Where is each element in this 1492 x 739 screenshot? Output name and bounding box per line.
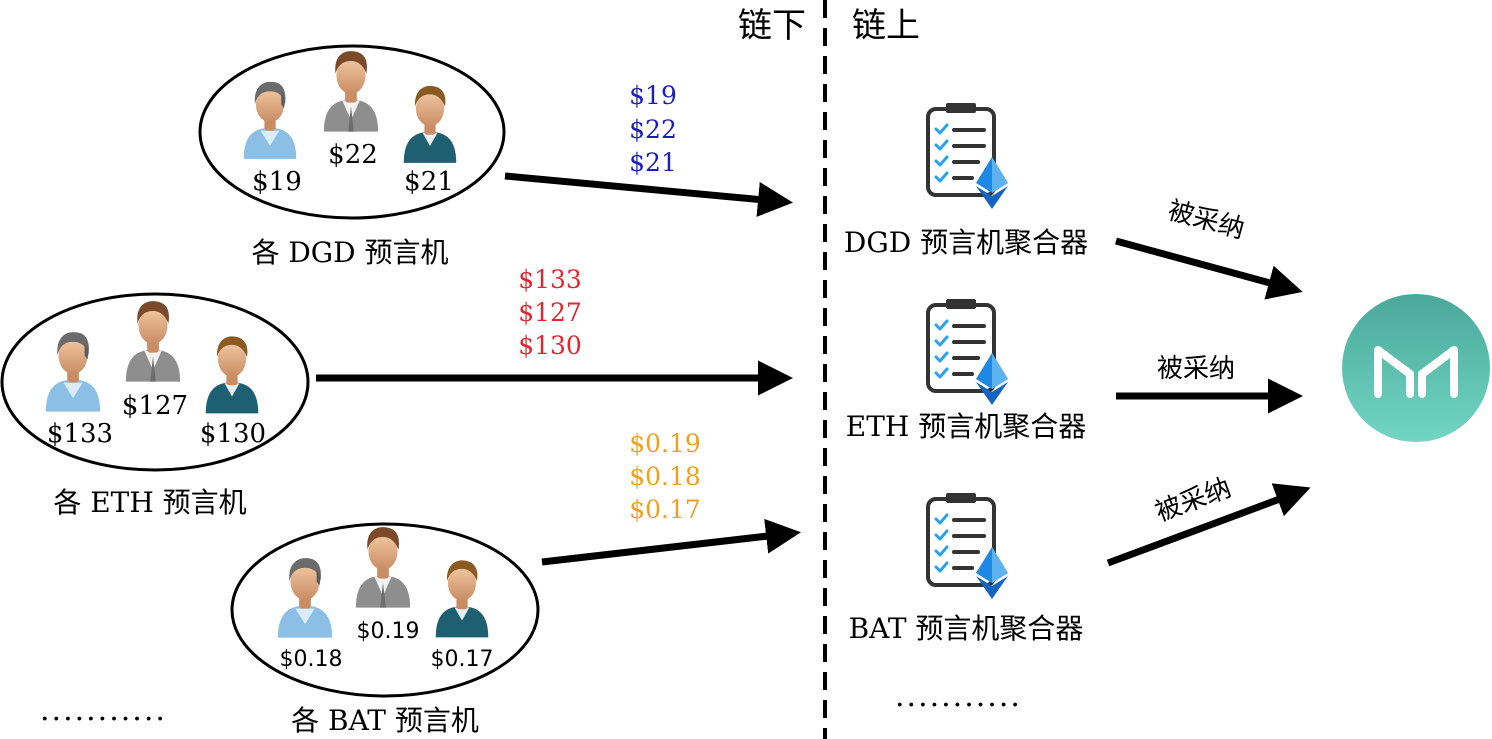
arrow-adopted-dgd: [1115, 237, 1303, 300]
maker-logo-icon: [1342, 294, 1490, 442]
reported-value: $133: [518, 265, 582, 294]
oracle-group-label: 各 DGD 预言机: [251, 236, 448, 269]
oracle-price: $130: [200, 419, 266, 449]
reported-value: $0.19: [629, 429, 701, 458]
aggregator-label: BAT 预言机聚合器: [849, 612, 1084, 645]
reported-value: $0.17: [629, 495, 701, 524]
reported-value: $0.18: [629, 462, 701, 491]
arrow-bat-to-aggregator: [541, 518, 801, 566]
oracle-group-label: 各 BAT 预言机: [291, 704, 479, 737]
clipboard-checklist-icon: [928, 493, 1008, 599]
header-onchain: 链上: [852, 6, 920, 46]
oracle-group-label: 各 ETH 预言机: [53, 486, 246, 519]
reported-value: $130: [518, 331, 582, 360]
adopted-label: 被采纳: [1157, 354, 1235, 384]
oracle-group-bat: $0.18 $0.19 $0.17: [230, 522, 540, 698]
oracle-price: $0.19: [357, 619, 420, 644]
oracle-group-eth: $133 $127 $130: [0, 292, 310, 472]
reported-value: $19: [629, 81, 677, 110]
adopted-label: 被采纳: [1165, 196, 1248, 245]
oracle-price: $0.18: [280, 647, 343, 672]
ellipsis-left: ...........: [40, 693, 167, 728]
oracle-group-dgd: $19 $22 $21: [198, 44, 506, 220]
oracle-price: $19: [252, 167, 302, 197]
arrow-dgd-to-aggregator: [504, 172, 793, 217]
oracle-price: $22: [328, 140, 378, 170]
oracle-price: $133: [47, 419, 113, 449]
reported-value: $21: [629, 148, 677, 177]
aggregator-label: ETH 预言机聚合器: [846, 410, 1086, 443]
header-offchain: 链下: [738, 6, 806, 46]
oracle-price: $21: [404, 167, 454, 197]
oracle-price: $127: [122, 391, 188, 421]
reported-value: $22: [629, 115, 677, 144]
aggregator-label: DGD 预言机聚合器: [844, 226, 1088, 259]
clipboard-checklist-icon: [928, 103, 1008, 209]
reported-value: $127: [518, 298, 582, 327]
clipboard-checklist-icon: [928, 299, 1008, 405]
arrow-adopted-bat: [1106, 483, 1311, 567]
oracle-price: $0.17: [431, 647, 494, 672]
ellipsis-right: ...........: [895, 679, 1022, 714]
